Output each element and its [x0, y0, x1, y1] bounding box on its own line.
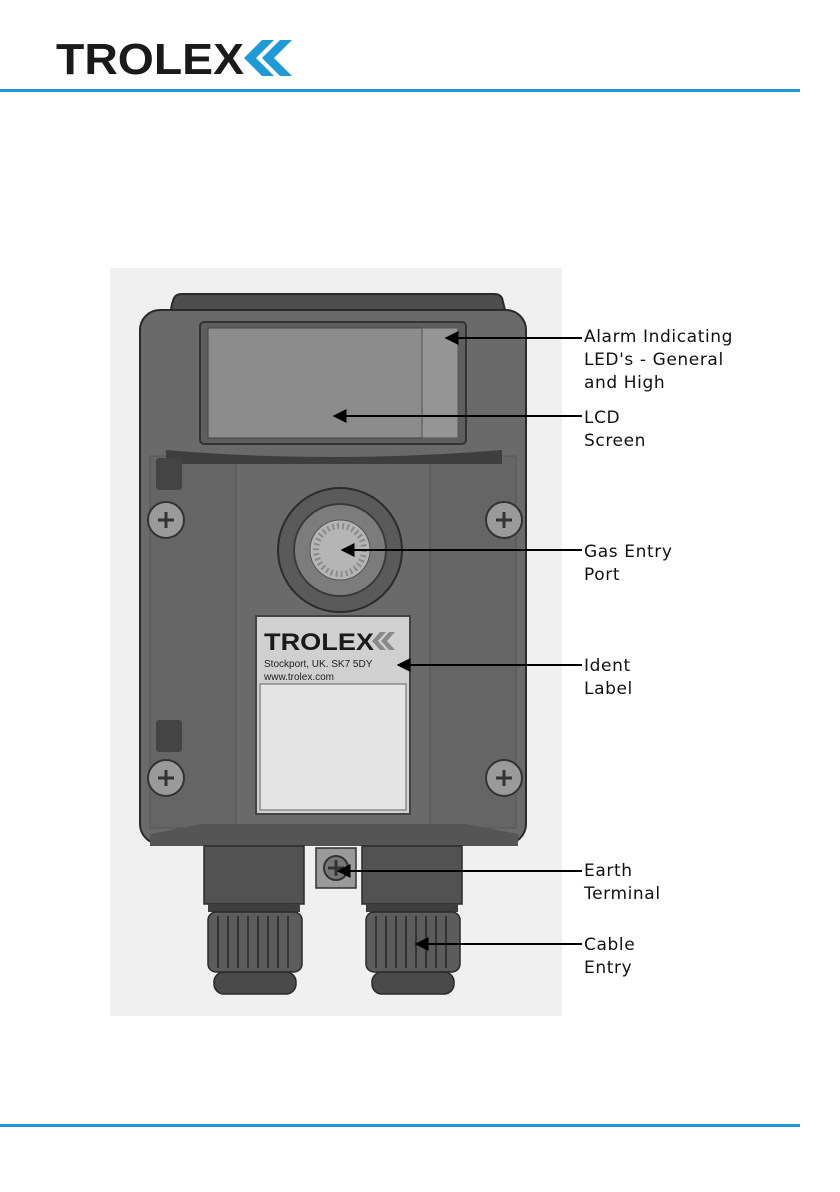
- callout-alarm-leds: Alarm Indicating LED's - General and Hig…: [584, 326, 733, 395]
- footer-rule: [0, 1124, 800, 1127]
- callout-ident-label: Ident Label: [584, 655, 633, 701]
- callout-cable-entry: Cable Entry: [584, 934, 635, 980]
- callout-lcd-screen: LCD Screen: [584, 407, 646, 453]
- callout-gas-entry-port: Gas Entry Port: [584, 541, 672, 587]
- callout-earth-terminal: Earth Terminal: [584, 860, 661, 906]
